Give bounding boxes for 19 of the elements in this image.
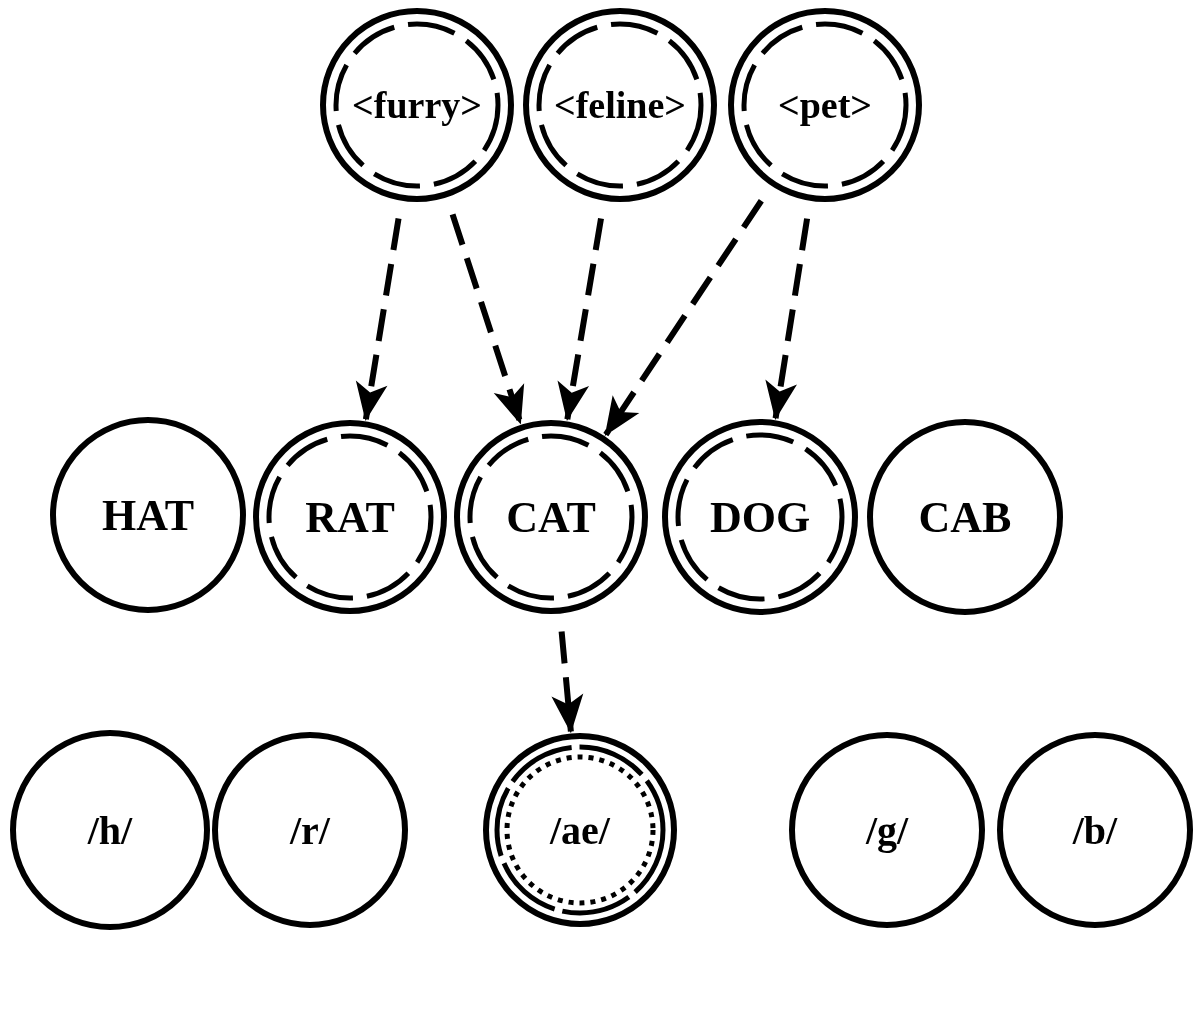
dashed-arrow bbox=[551, 631, 584, 734]
node-label: <pet> bbox=[777, 83, 873, 127]
node-label: /h/ bbox=[86, 806, 134, 854]
dashed-arrow bbox=[765, 218, 811, 420]
node-label: /r/ bbox=[288, 806, 331, 854]
node-label: CAB bbox=[917, 491, 1013, 543]
node-label: /g/ bbox=[864, 806, 910, 854]
dashed-arrow bbox=[449, 213, 525, 425]
node-label: <feline> bbox=[553, 83, 687, 127]
node-label: HAT bbox=[100, 489, 196, 541]
dashed-arrow bbox=[557, 217, 604, 422]
node-label: RAT bbox=[304, 491, 396, 543]
node-label: /ae/ bbox=[548, 806, 611, 854]
node-label: <furry> bbox=[351, 83, 483, 127]
node-label: DOG bbox=[708, 491, 812, 543]
node-label: CAT bbox=[505, 491, 597, 543]
dashed-arrow bbox=[603, 199, 764, 437]
dashed-arrow bbox=[355, 218, 402, 422]
node-label: /b/ bbox=[1071, 806, 1119, 854]
